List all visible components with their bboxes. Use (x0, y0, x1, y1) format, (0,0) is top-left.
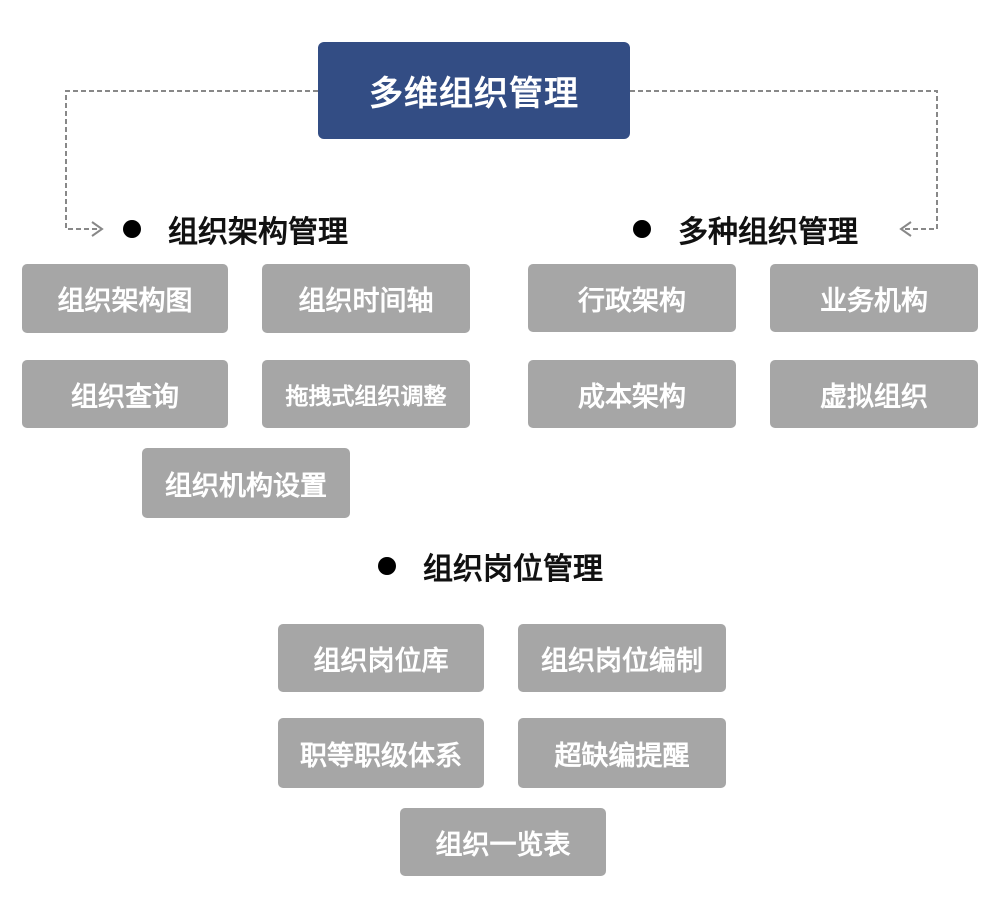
node-position-library: 组织岗位库 (278, 624, 484, 692)
arrow-head-right (899, 221, 912, 237)
node-org-timeline: 组织时间轴 (262, 264, 470, 333)
root-node: 多维组织管理 (318, 42, 630, 139)
node-org-overview: 组织一览表 (400, 808, 606, 876)
node-cost-structure: 成本架构 (528, 360, 736, 428)
root-label: 多维组织管理 (369, 74, 579, 114)
node-org-settings: 组织机构设置 (142, 448, 350, 518)
node-drag-adjust: 拖拽式组织调整 (262, 360, 470, 428)
node-staffing-alert: 超缺编提醒 (518, 718, 726, 788)
bullet-icon (378, 557, 396, 575)
node-admin-structure: 行政架构 (528, 264, 736, 332)
node-org-query: 组织查询 (22, 360, 228, 428)
arrow-head-left (91, 221, 104, 237)
section-positions-title: 组织岗位管理 (423, 552, 603, 587)
node-grade-system: 职等职级体系 (278, 718, 484, 788)
section-structure-title: 组织架构管理 (168, 215, 348, 250)
bullet-icon (123, 220, 141, 238)
section-types-title: 多种组织管理 (678, 215, 858, 250)
section-types-heading: 多种组织管理 (633, 209, 858, 250)
section-positions-heading: 组织岗位管理 (378, 546, 603, 587)
bullet-icon (633, 220, 651, 238)
node-virtual-org: 虚拟组织 (770, 360, 978, 428)
section-structure-heading: 组织架构管理 (123, 209, 348, 250)
node-business-units: 业务机构 (770, 264, 978, 332)
node-org-chart: 组织架构图 (22, 264, 228, 333)
node-position-headcount: 组织岗位编制 (518, 624, 726, 692)
